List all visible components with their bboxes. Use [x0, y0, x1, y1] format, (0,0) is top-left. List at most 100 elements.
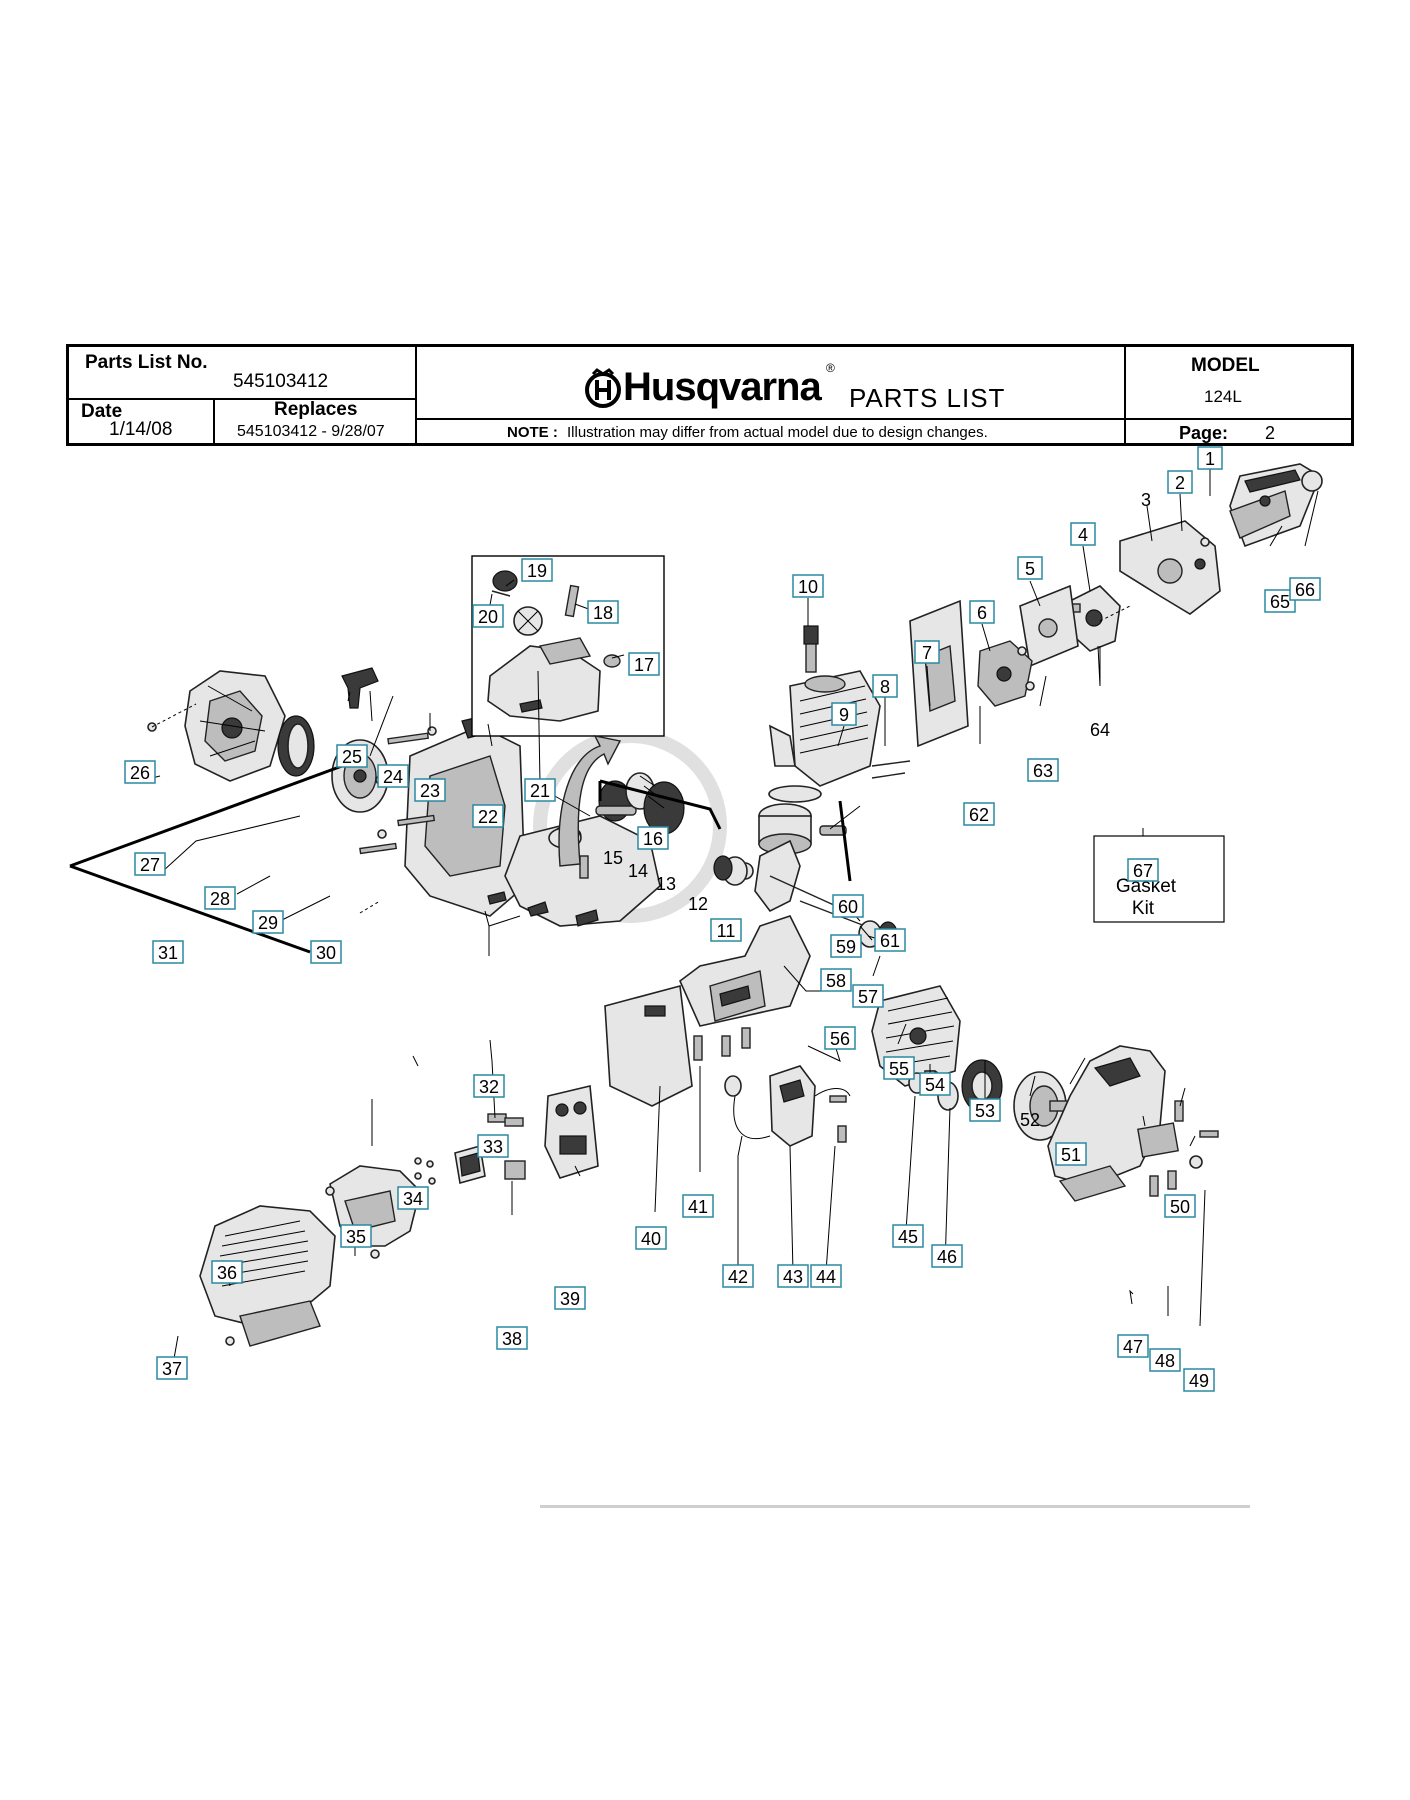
date-value: 1/14/08	[109, 419, 173, 440]
callout-number: 58	[826, 971, 846, 991]
page-label: Page:	[1179, 423, 1229, 443]
callout-number: 35	[346, 1227, 366, 1247]
callout-number: 6	[977, 603, 987, 623]
callout-59: 59	[830, 934, 862, 958]
callout-11: 11	[710, 918, 742, 942]
callout-number: 41	[688, 1197, 708, 1217]
callout-number: 67	[1133, 861, 1153, 881]
callout-45: 45	[892, 1224, 924, 1248]
air-filter-cover	[1229, 463, 1323, 548]
callout-box	[377, 764, 409, 788]
callout-50: 50	[1164, 1194, 1196, 1218]
note-text: Illustration may differ from actual mode…	[567, 424, 988, 441]
spark-plug-lead	[724, 1075, 771, 1140]
muffler-bolts	[414, 1157, 436, 1185]
callout-number: 55	[889, 1059, 909, 1079]
callout-box	[472, 804, 504, 828]
callout-number: 11	[717, 921, 736, 941]
callout-62: 62	[963, 802, 995, 826]
callout-box	[340, 1224, 372, 1248]
callout-number: 53	[975, 1101, 995, 1121]
callout-22: 22	[472, 804, 504, 828]
callout-number: 30	[316, 943, 336, 963]
callout-7: 7	[914, 640, 940, 664]
callout-number: 24	[383, 767, 403, 787]
callout-number: 63	[1033, 761, 1053, 781]
callout-25: 25	[336, 744, 368, 768]
part-number-52: 52	[1020, 1110, 1040, 1130]
callout-63: 63	[1027, 758, 1059, 782]
callout-20: 20	[472, 604, 504, 628]
divider	[69, 398, 415, 400]
crankcase	[679, 915, 811, 1027]
divider	[415, 347, 417, 443]
callout-number: 29	[258, 913, 278, 933]
parts-list-header: Parts List No. 545103412 Date 1/14/08 Re…	[66, 344, 1354, 446]
cylinder-cover	[325, 1165, 421, 1259]
callout-number: 26	[130, 763, 150, 783]
divider	[213, 399, 215, 443]
callout-box	[204, 886, 236, 910]
callout-number: 17	[634, 655, 654, 675]
callout-number: 61	[880, 931, 900, 951]
callout-box	[1149, 1348, 1181, 1372]
callout-number: 32	[479, 1077, 499, 1097]
callout-43: 43	[777, 1264, 809, 1288]
callout-box	[1197, 446, 1223, 470]
callout-box	[414, 778, 446, 802]
carburetor-gasket	[1019, 584, 1079, 668]
callout-number: 59	[836, 937, 856, 957]
callout-67: 67	[1127, 858, 1159, 882]
callout-box	[252, 910, 284, 934]
callout-number: 54	[925, 1075, 945, 1095]
callout-number: 38	[502, 1329, 522, 1349]
replaces-label: Replaces	[274, 399, 358, 420]
callout-37: 37	[156, 1356, 188, 1380]
callout-box	[852, 984, 884, 1008]
callout-number: 39	[560, 1289, 580, 1309]
callout-number: 10	[798, 577, 818, 597]
callout-16: 16	[637, 826, 669, 850]
callout-box	[1183, 1368, 1215, 1392]
crown-h-icon	[585, 367, 621, 408]
callout-box	[969, 600, 995, 624]
callout-66: 66	[1289, 577, 1321, 601]
note-label: NOTE :	[507, 424, 558, 441]
crankcase-screws	[693, 1027, 751, 1061]
part-number-14: 14	[628, 861, 648, 881]
callout-box	[1055, 1142, 1087, 1166]
callout-box	[919, 1072, 951, 1096]
callout-box	[152, 940, 184, 964]
callout-box	[587, 600, 619, 624]
callout-box	[722, 1264, 754, 1288]
engine-cover	[199, 1205, 336, 1347]
callout-29: 29	[252, 910, 284, 934]
model-value: 124L	[1204, 387, 1242, 406]
callout-1: 1	[1197, 446, 1223, 470]
callout-box	[831, 702, 857, 726]
callout-number: 45	[898, 1227, 918, 1247]
callout-box	[710, 918, 742, 942]
callout-box	[628, 652, 660, 676]
callout-58: 58	[820, 968, 852, 992]
page-number: 2	[1265, 423, 1276, 443]
callout-box	[211, 1260, 243, 1284]
callout-number: 18	[593, 603, 613, 623]
starter-pulley-cover	[184, 670, 286, 782]
callout-39: 39	[554, 1286, 586, 1310]
muffler-screws	[487, 1113, 524, 1127]
callout-box	[156, 1356, 188, 1380]
callout-38: 38	[496, 1326, 528, 1350]
callout-31: 31	[152, 940, 184, 964]
callout-box	[1264, 589, 1296, 613]
callout-number: 34	[403, 1189, 423, 1209]
callout-box	[477, 1134, 509, 1158]
heat-shield	[604, 984, 693, 1107]
date-label: Date	[81, 401, 123, 422]
callout-30: 30	[310, 940, 342, 964]
callout-box	[1164, 1194, 1196, 1218]
exploded-parts-diagram: Gasket Kit 12456789101116171819202122232…	[69, 446, 1323, 1392]
callout-35: 35	[340, 1224, 372, 1248]
footer-text-fragment	[540, 1505, 1250, 1508]
part-number-12: 12	[688, 894, 708, 914]
